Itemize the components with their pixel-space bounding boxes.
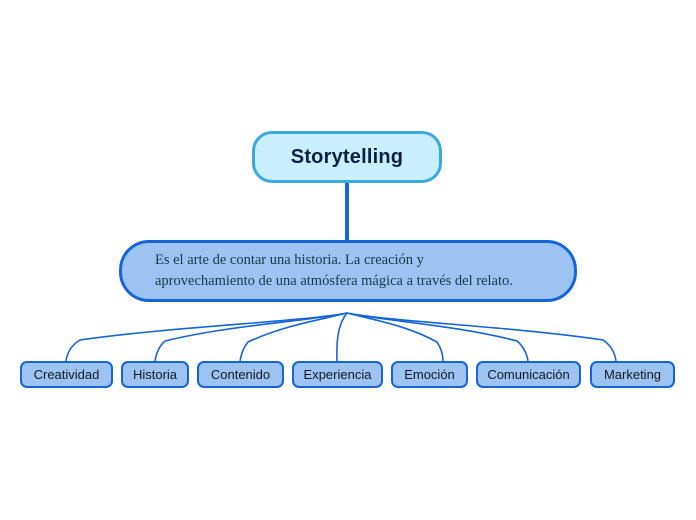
connector-to-experiencia (336, 312, 348, 362)
leaf-label: Emoción (404, 367, 455, 382)
leaf-node-contenido[interactable]: Contenido (197, 361, 284, 388)
leaf-label: Comunicación (487, 367, 570, 382)
description-line-1: Es el arte de contar una historia. La cr… (155, 251, 424, 268)
description-line-2: aprovechamiento de una atmósfera mágica … (155, 273, 513, 289)
leaf-label: Contenido (210, 367, 271, 382)
leaf-node-experiencia[interactable]: Experiencia (292, 361, 383, 388)
root-node[interactable]: Storytelling (252, 131, 442, 183)
description-text: Es el arte de contar una historia. La cr… (155, 250, 513, 292)
root-node-label: Storytelling (290, 145, 404, 168)
leaf-label: Experiencia (303, 367, 372, 382)
connector-to-emocion (346, 312, 444, 362)
connector-to-historia (154, 312, 348, 362)
leaf-label: Historia (132, 367, 178, 382)
leaf-node-comunicacion[interactable]: Comunicación (476, 361, 581, 388)
leaf-label: Marketing (603, 367, 662, 382)
connector-to-comunicacion (346, 312, 529, 362)
leaf-node-creatividad[interactable]: Creatividad (20, 361, 113, 388)
connector-to-contenido (239, 312, 348, 362)
leaf-node-marketing[interactable]: Marketing (590, 361, 675, 388)
description-node[interactable]: Es el arte de contar una historia. La cr… (119, 240, 577, 302)
leaf-node-emocion[interactable]: Emoción (391, 361, 468, 388)
connector-to-creatividad (65, 312, 348, 362)
leaf-label: Creatividad (33, 367, 100, 382)
leaf-node-historia[interactable]: Historia (121, 361, 189, 388)
connector-to-marketing (346, 312, 617, 362)
